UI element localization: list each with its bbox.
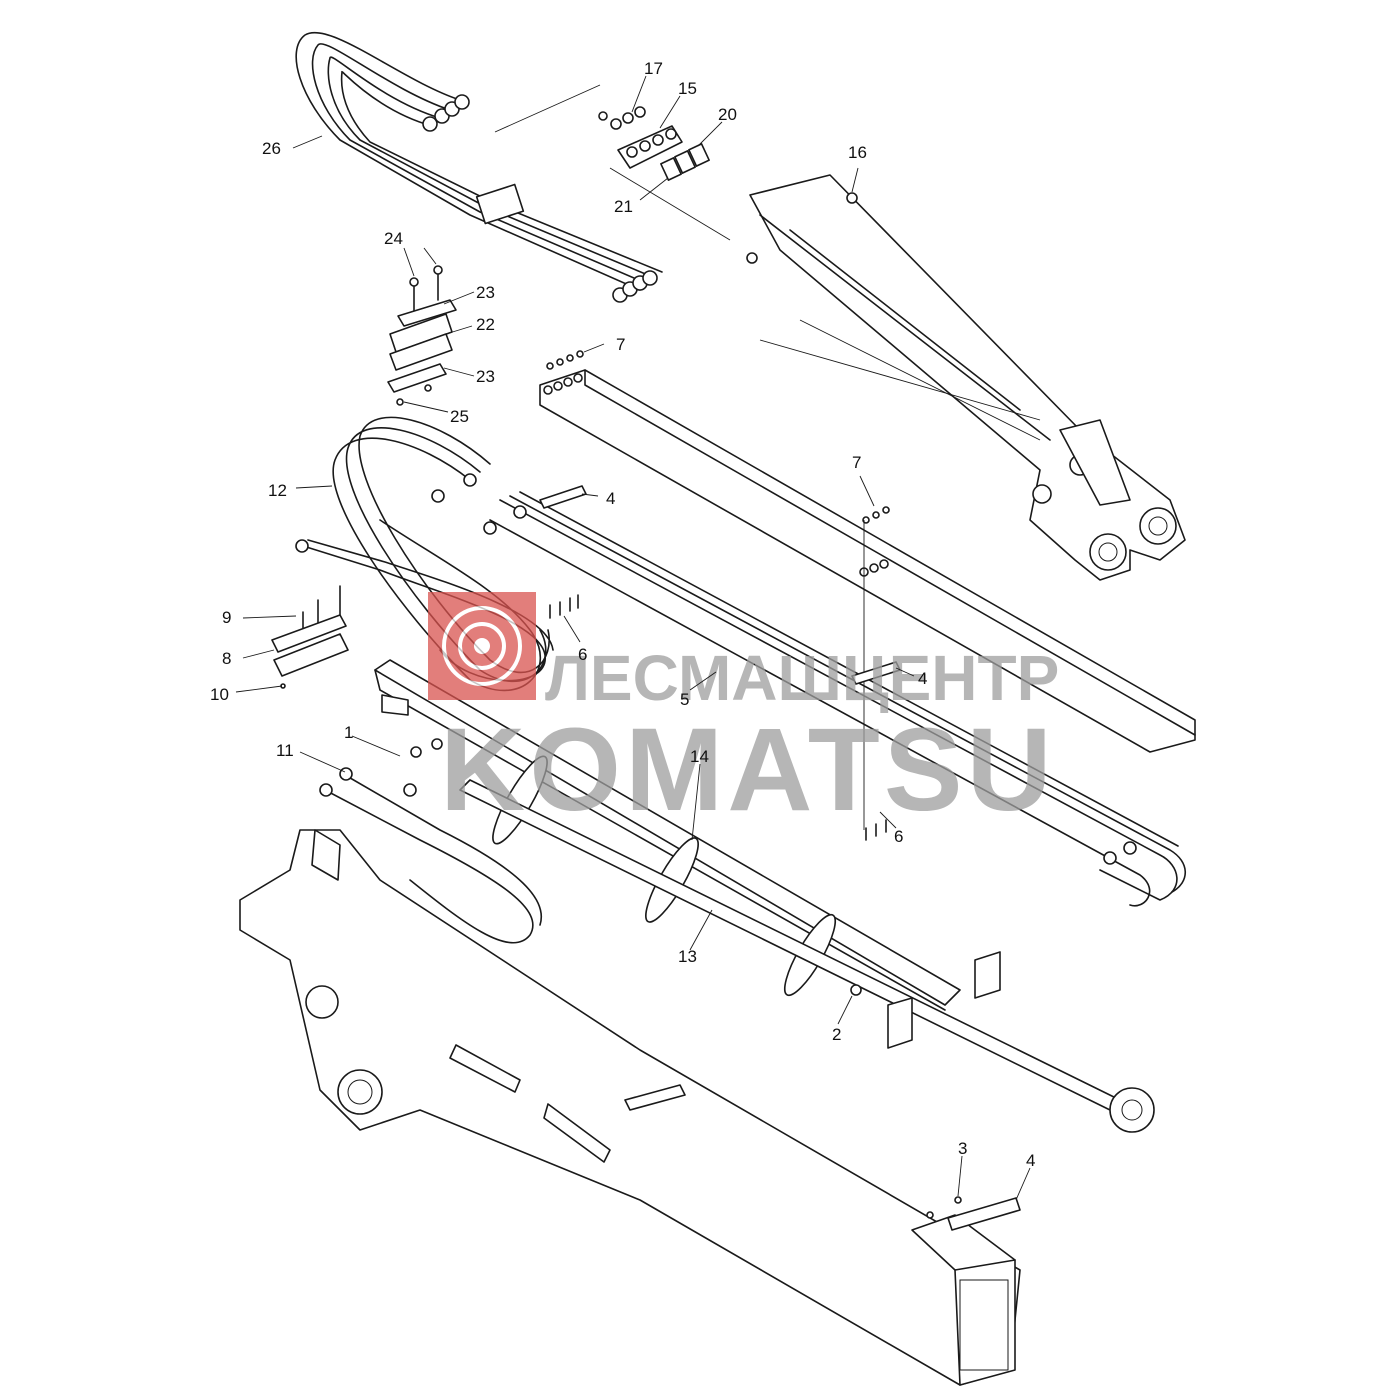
callout-2: 2 xyxy=(832,1025,841,1044)
cylinder-13 xyxy=(374,659,1155,1133)
boom-assembly xyxy=(239,829,1021,1386)
callout-7a: 7 xyxy=(616,335,625,354)
callout-17: 17 xyxy=(644,59,663,78)
watermark-line1: ЛЕСМАШЦЕНТР xyxy=(545,642,1059,714)
callout-1: 1 xyxy=(344,723,353,742)
arm-assembly xyxy=(746,174,1186,581)
callout-11: 11 xyxy=(276,741,294,760)
watermark-line2: KOMATSU xyxy=(440,704,1056,836)
hose-bundle-26 xyxy=(295,32,663,303)
hose-11-bottom xyxy=(319,767,542,944)
callout-10: 10 xyxy=(210,685,229,704)
callout-6b: 6 xyxy=(894,827,903,846)
callout-7b: 7 xyxy=(852,453,861,472)
callout-9: 9 xyxy=(222,608,231,627)
clamp-stack-22-23 xyxy=(387,265,457,406)
fitting-block-15 xyxy=(494,84,731,241)
clamp-set-8-9 xyxy=(271,585,349,689)
callout-4b: 4 xyxy=(918,669,927,688)
callout-16: 16 xyxy=(848,143,867,162)
callout-5: 5 xyxy=(680,690,689,709)
callout-24: 24 xyxy=(384,229,403,248)
callout-leaders xyxy=(235,75,1031,1201)
callout-4a: 4 xyxy=(606,489,615,508)
callout-22: 22 xyxy=(476,315,495,334)
watermark: ЛЕСМАШЦЕНТР KOMATSU xyxy=(428,592,1059,836)
callout-labels: 17 15 20 16 26 21 24 23 22 7 23 25 7 12 … xyxy=(210,59,1035,1170)
callout-25: 25 xyxy=(450,407,469,426)
callout-14: 14 xyxy=(690,747,709,766)
callout-20: 20 xyxy=(718,105,737,124)
callout-21: 21 xyxy=(614,197,633,216)
callout-23a: 23 xyxy=(476,283,495,302)
callout-15: 15 xyxy=(678,79,697,98)
callout-3: 3 xyxy=(958,1139,967,1158)
callout-12: 12 xyxy=(268,481,287,500)
callout-6a: 6 xyxy=(578,645,587,664)
callout-8: 8 xyxy=(222,649,231,668)
callout-23b: 23 xyxy=(476,367,495,386)
callout-26: 26 xyxy=(262,139,281,158)
callout-13: 13 xyxy=(678,947,697,966)
callout-4c: 4 xyxy=(1026,1151,1035,1170)
